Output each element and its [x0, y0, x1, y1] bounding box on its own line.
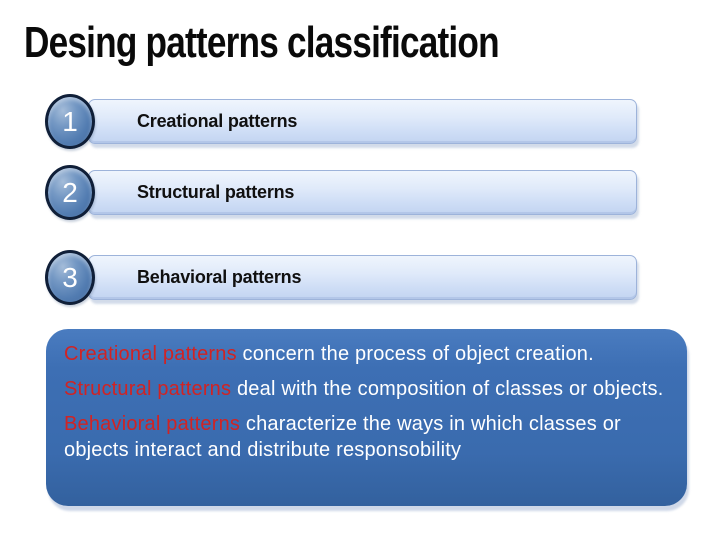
list-item-number: 3 — [62, 261, 78, 293]
list-item-bar: Behavioral patterns — [88, 255, 637, 300]
list-item-bar: Creational patterns — [88, 99, 637, 144]
list-item-number-badge: 2 — [45, 165, 95, 220]
pattern-text: concern the process of object creation. — [236, 343, 594, 365]
description-paragraph: Structural patterns deal with the compos… — [64, 376, 669, 402]
list-item-label: Structural patterns — [137, 182, 295, 202]
pattern-text: deal with the composition of classes or … — [231, 378, 664, 400]
list-item-number-badge: 3 — [45, 250, 95, 305]
list-item-number: 2 — [62, 176, 78, 208]
description-paragraph: Creational patterns concern the process … — [64, 341, 669, 367]
list-item-label: Behavioral patterns — [137, 267, 302, 287]
list-item-bar: Structural patterns — [88, 170, 637, 215]
page-title: Desing patterns classification — [24, 18, 500, 67]
list-item-label: Creational patterns — [137, 111, 298, 131]
description-paragraph: Behavioral patterns characterize the way… — [64, 411, 669, 463]
pattern-text: characterize the ways in which classes o… — [64, 413, 621, 461]
description-box: Creational patterns concern the process … — [46, 329, 687, 506]
pattern-term: Creational patterns — [64, 343, 237, 365]
pattern-term: Structural patterns — [64, 378, 232, 400]
list-item-number-badge: 1 — [45, 94, 95, 149]
list-item-number: 1 — [62, 105, 78, 137]
pattern-term: Behavioral patterns — [64, 413, 241, 435]
